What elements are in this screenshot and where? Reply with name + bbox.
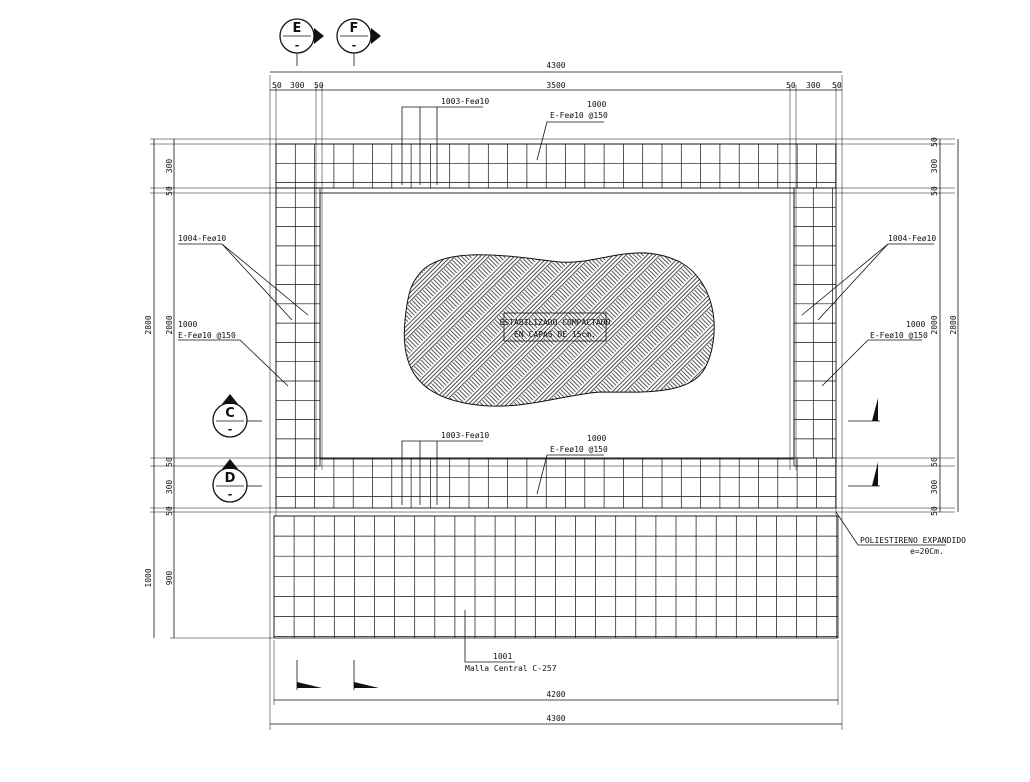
- dim-top-p6: 300: [806, 81, 821, 90]
- note-right-mesh-spec: E-Feø10 @150: [870, 331, 928, 340]
- marker-d-sub: -: [228, 488, 233, 501]
- dim-bottom-total: 4300: [546, 714, 565, 723]
- bottom-beam: [275, 457, 837, 509]
- marker-e-sub: -: [295, 39, 300, 52]
- note-left-bar: 1004-Feø10: [178, 234, 226, 243]
- dim-left-1000: 1000: [144, 568, 153, 587]
- center-label-line1: ESTABILIZADO COMPACTADO: [500, 318, 611, 327]
- section-marker-c[interactable]: C -: [212, 394, 262, 438]
- dim-left-300a: 300: [165, 159, 174, 174]
- note-right-bar: 1004-Feø10: [888, 234, 936, 243]
- dim-top-p7: 50: [832, 81, 842, 90]
- dim-left-50c: 50: [165, 506, 174, 516]
- dim-top-p4: 3500: [546, 81, 565, 90]
- note-left-mesh-spec: E-Feø10 @150: [178, 331, 236, 340]
- marker-d-letter: D: [225, 471, 236, 486]
- marker-c-letter: C: [225, 406, 235, 421]
- dim-left-50b: 50: [165, 457, 174, 467]
- marker-c-sub: -: [228, 423, 233, 436]
- note-mid-bar: 1003-Feø10: [441, 431, 489, 440]
- note-polystyrene: POLIESTIRENO EXPANDIDO: [860, 536, 966, 545]
- bottom-dimensions: 4200 4300: [270, 690, 842, 725]
- rebar-grid: [273, 143, 838, 638]
- dim-top-p5: 50: [786, 81, 796, 90]
- dim-top-p2: 300: [290, 81, 305, 90]
- note-polystyrene-thk: e=20Cm.: [910, 547, 944, 556]
- section-marker-e[interactable]: E -: [279, 18, 324, 66]
- dim-bottom-inner: 4200: [546, 690, 565, 699]
- note-mid-mesh-id: 1000: [587, 434, 606, 443]
- note-top-bar: 1003-Feø10: [441, 97, 489, 106]
- marker-f-letter: F: [350, 21, 359, 36]
- dim-right-2800: 2800: [949, 315, 958, 334]
- left-beam: [275, 187, 321, 467]
- dim-left-50a: 50: [165, 186, 174, 196]
- right-cut-markers: [848, 398, 880, 487]
- dim-left-300b: 300: [165, 480, 174, 495]
- dim-right-50b: 50: [930, 186, 939, 196]
- note-mid-mesh-spec: E-Feø10 @150: [550, 445, 608, 454]
- top-beam: [275, 143, 837, 189]
- stabilized-fill: [403, 252, 715, 407]
- note-slab-id: 1001: [493, 652, 512, 661]
- right-beam: [793, 187, 837, 467]
- dim-top-p1: 50: [272, 81, 282, 90]
- note-right-mesh-id: 1000: [906, 320, 925, 329]
- center-label-line2: EN CAPAS DE 15cm.: [514, 330, 596, 339]
- marker-e-letter: E: [293, 21, 302, 36]
- section-marker-f[interactable]: F -: [336, 18, 381, 66]
- top-dimensions: 4300 50 300 50 3500 50 300 50: [270, 61, 842, 91]
- bottom-cut-markers: [296, 660, 379, 690]
- left-dimensions: 300 50 2800 2000 50 300 50 1000 900: [144, 139, 175, 638]
- bottom-slab: [273, 515, 839, 639]
- dim-right-300b: 300: [930, 480, 939, 495]
- dim-left-2000: 2000: [165, 315, 174, 334]
- extension-lines: [150, 75, 955, 730]
- dim-left-900: 900: [165, 571, 174, 586]
- dim-top-total: 4300: [546, 61, 565, 70]
- section-marker-d[interactable]: D -: [212, 459, 262, 503]
- note-top-mesh-id: 1000: [587, 100, 606, 109]
- dim-right-50c: 50: [930, 457, 939, 467]
- dim-right-2000: 2000: [930, 315, 939, 334]
- annotations: 1003-Feø10 1000 E-Feø10 @150 1004-Feø10 …: [178, 97, 966, 673]
- note-top-mesh-spec: E-Feø10 @150: [550, 111, 608, 120]
- dim-right-300a: 300: [930, 159, 939, 174]
- dim-right-50d: 50: [930, 506, 939, 516]
- center-label-box: [503, 312, 607, 342]
- right-dimensions: 50 300 50 2000 2800 50 300 50: [930, 137, 959, 516]
- note-left-mesh-id: 1000: [178, 320, 197, 329]
- marker-f-sub: -: [352, 39, 357, 52]
- dim-top-p3: 50: [314, 81, 324, 90]
- dim-left-2800: 2800: [144, 315, 153, 334]
- note-slab-spec: Malla Central C-257: [465, 664, 557, 673]
- dim-right-50a: 50: [930, 137, 939, 147]
